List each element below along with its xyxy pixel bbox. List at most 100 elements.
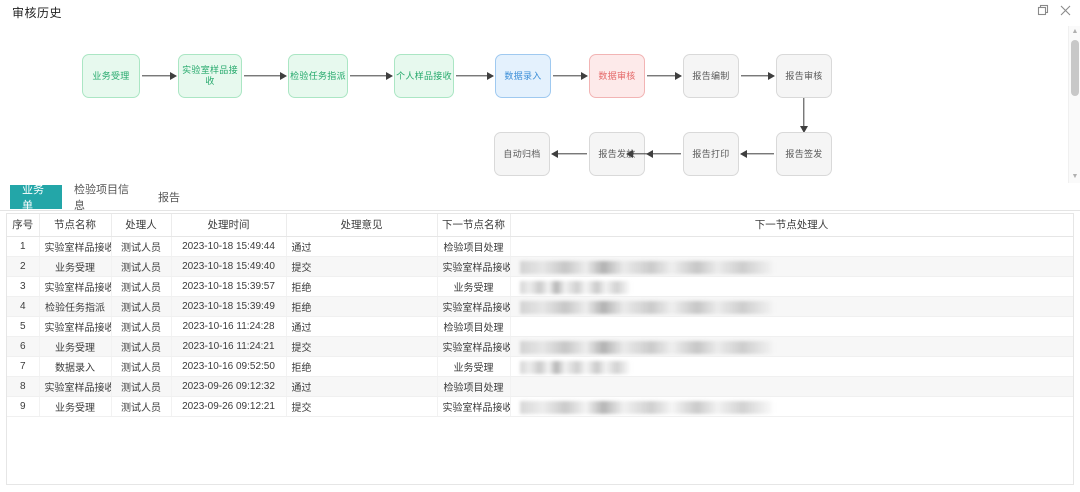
empty-value [516,380,1068,393]
flow-arrow-10b [626,146,647,162]
cell-opinion: 拒绝 [286,296,438,317]
redacted-value [519,400,773,414]
cell-next-user [510,256,1073,277]
cell-next-node: 检验项目处理 [437,376,511,397]
flow-arrow-9 [740,146,774,162]
cell-time: 2023-09-26 09:12:21 [171,396,287,417]
page-title: 审核历史 [12,6,63,20]
empty-value [516,320,1068,333]
redacted-value [519,360,630,374]
cell-next-user [510,276,1073,297]
cell-user: 测试人员 [111,296,172,317]
cell-time: 2023-10-18 15:39:57 [171,276,287,297]
scroll-down-icon[interactable]: ▼ [1071,173,1079,180]
redacted-value [519,260,773,274]
cell-opinion: 提交 [286,256,438,277]
col-header-next-node[interactable]: 下一节点名称 [437,214,511,237]
cell-user: 测试人员 [111,316,172,337]
col-header-index[interactable]: 序号 [7,214,40,237]
redacted-value [519,340,773,354]
flow-node-business-acceptance[interactable]: 业务受理 [82,54,140,98]
cell-index: 6 [7,336,40,357]
flow-node-report-issue[interactable]: 报告签发 [776,132,832,176]
flow-arrow-5 [553,68,588,84]
flow-arrow-7 [741,68,775,84]
cell-next-node: 业务受理 [437,276,511,297]
cell-index: 4 [7,296,40,317]
col-header-user[interactable]: 处理人 [111,214,172,237]
flow-arrow-1 [142,68,177,84]
cell-index: 9 [7,396,40,417]
tab-business-order[interactable]: 业务单 [10,184,62,212]
cell-node: 实验室样品接收 [39,276,112,297]
cell-node: 实验室样品接收 [39,316,112,337]
cell-next-node: 实验室样品接收 [437,396,511,417]
flow-node-report-print[interactable]: 报告打印 [683,132,739,176]
close-icon[interactable] [1059,4,1072,17]
redacted-value [519,300,773,314]
flow-arrow-11 [551,146,587,162]
flow-node-data-review[interactable]: 数据审核 [589,54,645,98]
scrollbar-thumb[interactable] [1071,40,1079,96]
cell-opinion: 提交 [286,396,438,417]
tab-report[interactable]: 报告 [158,192,180,204]
window-controls [1037,4,1072,17]
cell-opinion: 拒绝 [286,276,438,297]
cell-user: 测试人员 [111,276,172,297]
cell-index: 2 [7,256,40,277]
cell-next-node: 实验室样品接收 [437,256,511,277]
flow-arrow-10 [646,146,681,162]
cell-time: 2023-10-18 15:49:44 [171,236,287,257]
flow-arrow-4 [456,68,494,84]
flow-node-report-review[interactable]: 报告审核 [776,54,832,98]
cell-time: 2023-10-16 11:24:21 [171,336,287,357]
cell-node: 实验室样品接收 [39,376,112,397]
cell-node: 数据录入 [39,356,112,377]
cell-node: 实验室样品接收 [39,236,112,257]
flow-node-data-entry[interactable]: 数据录入 [495,54,551,98]
cell-index: 5 [7,316,40,337]
workflow-canvas: 业务受理 实验室样品接收 检验任务指派 个人样品接收 数据录入 数据审核 报告编… [0,26,1068,183]
flow-node-report-drafting[interactable]: 报告编制 [683,54,739,98]
cell-user: 测试人员 [111,336,172,357]
cell-node: 业务受理 [39,336,112,357]
cell-next-node: 实验室样品接收 [437,296,511,317]
flow-node-auto-archive[interactable]: 自动归档 [494,132,550,176]
tab-inspection-info[interactable]: 检验项目信息 [74,184,129,212]
cell-next-node: 检验项目处理 [437,236,511,257]
col-header-time[interactable]: 处理时间 [171,214,287,237]
cell-user: 测试人员 [111,376,172,397]
restore-icon[interactable] [1037,4,1050,17]
flow-node-inspection-task-assign[interactable]: 检验任务指派 [288,54,348,98]
cell-next-user [510,396,1073,417]
col-header-node[interactable]: 节点名称 [39,214,112,237]
cell-index: 8 [7,376,40,397]
scroll-up-icon[interactable]: ▲ [1071,28,1079,35]
flow-node-lab-sample-receipt[interactable]: 实验室样品接收 [178,54,242,98]
cell-time: 2023-10-16 09:52:50 [171,356,287,377]
cell-next-node: 实验室样品接收 [437,336,511,357]
workflow-diagram: 业务受理 实验室样品接收 检验任务指派 个人样品接收 数据录入 数据审核 报告编… [0,26,1080,183]
cell-next-node: 检验项目处理 [437,316,511,337]
cell-opinion: 通过 [286,376,438,397]
flow-node-personal-sample-receipt[interactable]: 个人样品接收 [394,54,454,98]
col-header-next-user[interactable]: 下一节点处理人 [510,214,1073,237]
workflow-scrollbar[interactable]: ▲ ▼ [1068,26,1080,183]
cell-node: 业务受理 [39,256,112,277]
cell-node: 业务受理 [39,396,112,417]
cell-index: 7 [7,356,40,377]
col-header-opinion[interactable]: 处理意见 [286,214,438,237]
cell-next-user [510,376,1073,397]
